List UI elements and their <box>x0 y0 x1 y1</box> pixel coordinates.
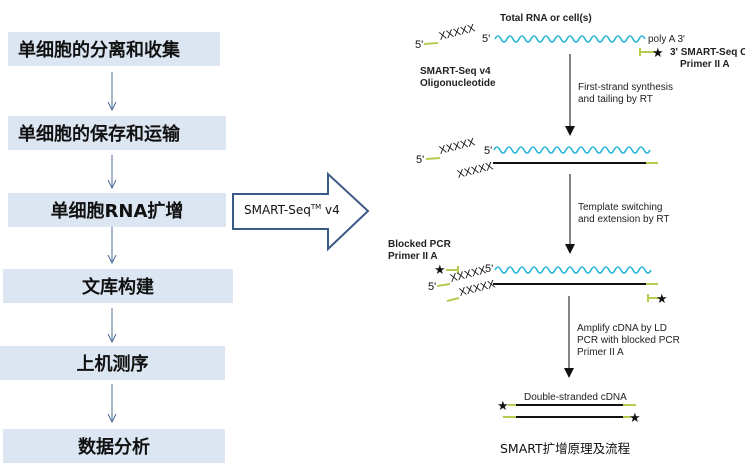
step-label: 数据分析 <box>78 437 150 458</box>
step-label: 单细胞RNA扩增 <box>50 201 184 222</box>
step-rna-amplification: 单细胞RNA扩增 <box>8 193 226 227</box>
total-rna-label: Total RNA or cell(s) <box>500 13 592 24</box>
rna-strand <box>493 146 651 154</box>
star-icon: ★ <box>652 46 664 61</box>
star-icon: ★ <box>629 411 641 426</box>
rna-strand <box>494 35 646 43</box>
down-arrow-icon <box>107 72 117 112</box>
ds-cdna-label: Double-stranded cDNA <box>524 392 627 403</box>
oligo-seq: XXXXX <box>438 22 477 43</box>
method-name: SMART-Seq <box>244 203 311 217</box>
down-arrow-icon <box>107 384 117 424</box>
step-label: 单细胞的分离和收集 <box>18 40 180 61</box>
step-library-construction: 文库构建 <box>3 269 233 303</box>
down-arrow-icon <box>107 308 117 344</box>
step-note: Template switching <box>578 202 662 213</box>
figure-caption: SMART扩增原理及流程 <box>500 441 631 456</box>
five-prime-label: 5' <box>484 145 492 157</box>
oligo-seq: XXXXX <box>438 136 477 157</box>
process-arrow <box>564 296 574 378</box>
oligo-seq: XXXXX <box>456 160 495 181</box>
star-icon: ★ <box>656 292 668 307</box>
step-note: Primer II A <box>577 347 624 358</box>
method-version: v4 <box>321 203 340 217</box>
trademark: TM <box>310 203 322 211</box>
step-label: 上机测序 <box>76 354 149 375</box>
five-prime-label: 5' <box>485 263 493 275</box>
cds-primer-label: Primer II A <box>680 59 730 70</box>
step-data-analysis: 数据分析 <box>3 429 225 463</box>
step-note: Amplify cDNA by LD <box>577 323 667 334</box>
down-arrow-icon <box>107 227 117 265</box>
step-label: 单细胞的保存和运输 <box>18 124 180 145</box>
down-arrow-icon <box>107 155 117 190</box>
process-arrow <box>565 54 575 136</box>
blocked-primer-label: Primer II A <box>388 251 438 262</box>
blocked-primer-label: Blocked PCR <box>388 239 452 250</box>
cds-primer-label: 3' SMART-Seq CDS <box>670 47 745 58</box>
right-block-arrow-icon <box>232 171 370 252</box>
method-arrow-label: SMART-SeqTM v4 <box>244 203 340 217</box>
oligo-name: SMART-Seq v4 <box>420 66 491 77</box>
rna-strand <box>494 266 652 274</box>
five-prime-label: 5' <box>416 154 424 166</box>
cds-primer: ★ <box>647 292 668 307</box>
star-icon: ★ <box>434 263 446 278</box>
ds-cdna: ★ ★ <box>497 399 641 426</box>
process-arrow <box>565 174 575 254</box>
polya-label: poly A 3' <box>648 34 685 45</box>
step-note: and tailing by RT <box>578 94 653 105</box>
cds-primer: ★ <box>639 46 664 61</box>
step-note: and extension by RT <box>578 214 670 225</box>
step-note: First-strand synthesis <box>578 82 673 93</box>
blocked-primer: ★ <box>434 263 459 278</box>
step-cell-storage: 单细胞的保存和运输 <box>8 116 226 150</box>
step-cell-isolation: 单细胞的分离和收集 <box>8 32 220 66</box>
five-prime-label: 5' <box>428 281 436 293</box>
oligo-name: Oligonucleotide <box>420 78 496 89</box>
step-note: PCR with blocked PCR <box>577 335 680 346</box>
five-prime-label: 5' <box>482 33 490 45</box>
oligo-row1: 5' XXXXX <box>415 22 477 51</box>
oligo-row2: 5' XXXXX <box>416 136 477 166</box>
step-sequencing: 上机测序 <box>0 346 225 380</box>
five-prime-label: 5' <box>415 39 423 51</box>
step-label: 文库构建 <box>82 277 154 298</box>
star-icon: ★ <box>497 399 509 414</box>
